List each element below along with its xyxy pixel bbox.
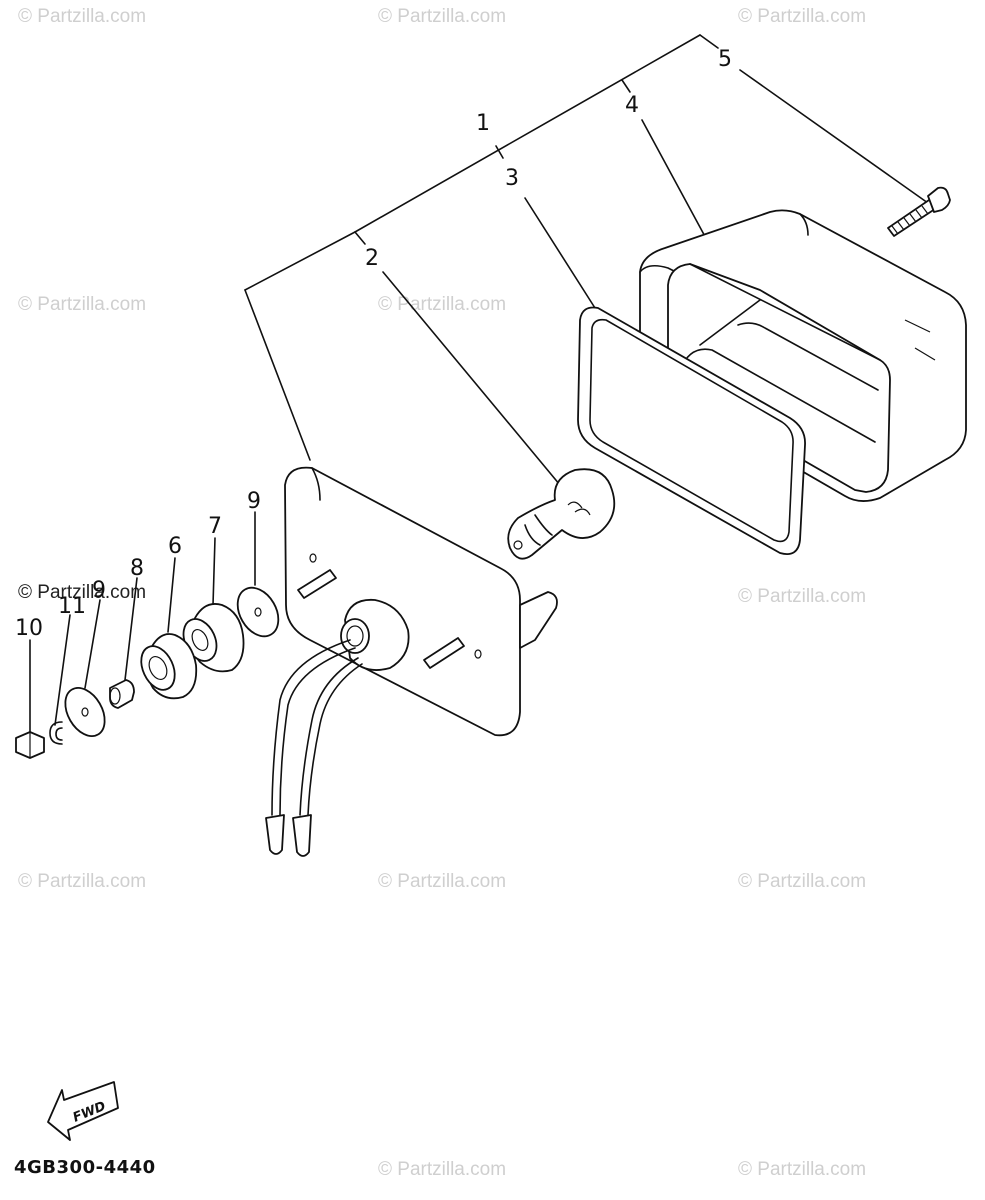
callout-7: 7 bbox=[208, 514, 222, 539]
part-3-gasket bbox=[577, 306, 806, 555]
diagram-code: 4GB300-4440 bbox=[14, 1157, 156, 1178]
fwd-arrow-icon: FWD bbox=[47, 1081, 119, 1141]
watermark: © Partzilla.com bbox=[378, 1159, 506, 1180]
part-8-spacer bbox=[109, 679, 135, 709]
part-5-screw bbox=[887, 186, 951, 237]
callout-10: 10 bbox=[15, 616, 43, 641]
part-2-bulb bbox=[507, 468, 616, 560]
wire-harness bbox=[265, 639, 363, 857]
watermark: © Partzilla.com bbox=[738, 586, 866, 607]
callout-5: 5 bbox=[718, 47, 732, 72]
callout-9-lower: 9 bbox=[92, 578, 106, 603]
leader-lines bbox=[29, 34, 936, 736]
callout-2: 2 bbox=[365, 246, 379, 271]
watermark: © Partzilla.com bbox=[18, 6, 146, 27]
watermark: © Partzilla.com bbox=[18, 582, 146, 603]
part-9-lower-washer bbox=[64, 687, 106, 737]
callout-11: 11 bbox=[58, 594, 86, 619]
callout-1: 1 bbox=[476, 111, 490, 136]
callout-6: 6 bbox=[168, 534, 182, 559]
callout-8: 8 bbox=[130, 556, 144, 581]
watermark: © Partzilla.com bbox=[738, 871, 866, 892]
watermark: © Partzilla.com bbox=[378, 6, 506, 27]
part-7-grommet bbox=[182, 603, 245, 673]
watermark: © Partzilla.com bbox=[738, 1159, 866, 1180]
watermark: © Partzilla.com bbox=[18, 871, 146, 892]
part-4-lens bbox=[639, 209, 967, 502]
watermark: © Partzilla.com bbox=[378, 294, 506, 315]
watermark: © Partzilla.com bbox=[18, 294, 146, 315]
part-10-nut bbox=[15, 731, 45, 759]
callout-9-upper: 9 bbox=[247, 489, 261, 514]
callout-3: 3 bbox=[505, 166, 519, 191]
callouts: 1 2 3 4 5 6 7 8 9 9 10 11 bbox=[15, 47, 732, 641]
part-11-lock-washer bbox=[49, 721, 63, 745]
callout-4: 4 bbox=[625, 93, 639, 118]
watermark: © Partzilla.com bbox=[738, 6, 866, 27]
part-1-base-plate bbox=[284, 466, 558, 737]
part-9-washer bbox=[236, 586, 280, 638]
watermark: © Partzilla.com bbox=[378, 871, 506, 892]
part-6-collar bbox=[140, 633, 198, 700]
